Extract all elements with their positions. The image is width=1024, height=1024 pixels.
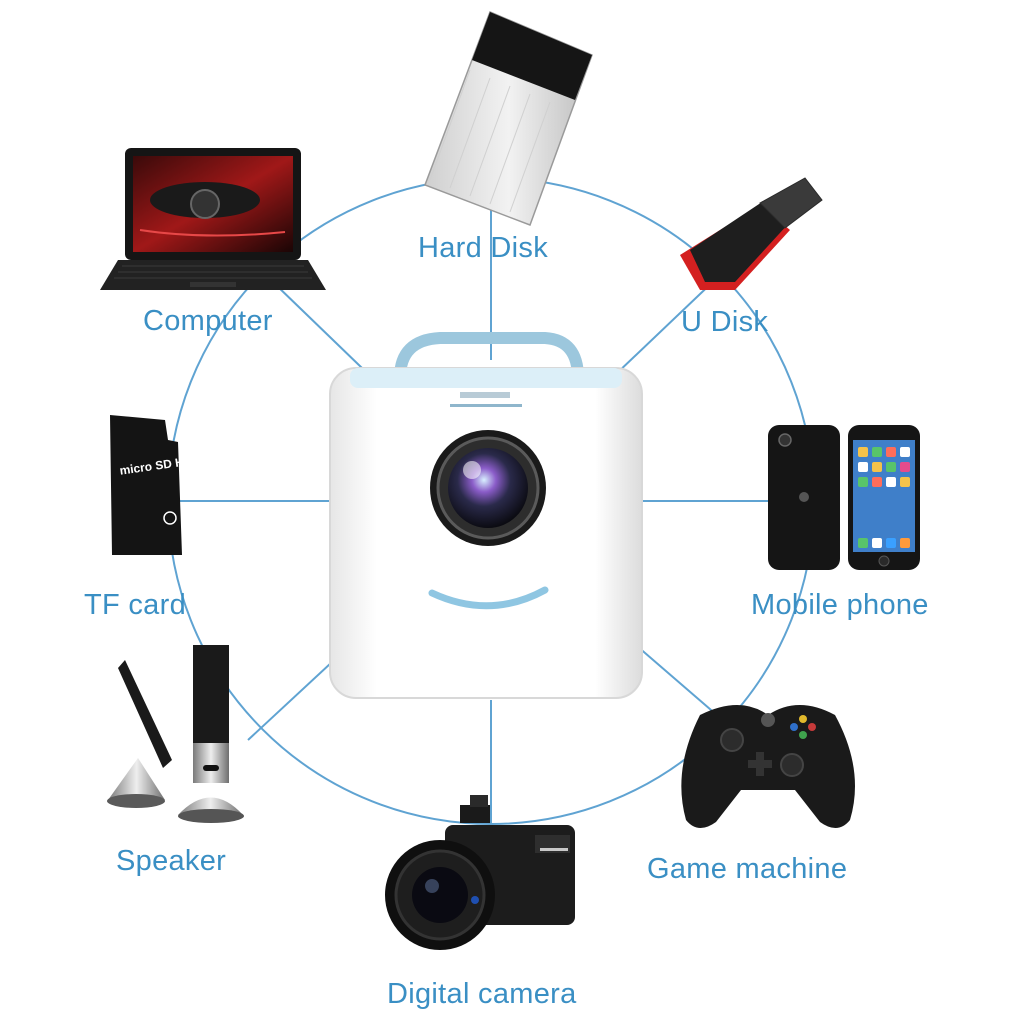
usb-drive-icon [680, 177, 823, 290]
speaker-icon [107, 645, 244, 823]
mini-projector-icon [329, 332, 643, 699]
label-speaker: Speaker [116, 845, 227, 877]
label-tf-card: TF card [84, 589, 186, 621]
spoke-u-disk [614, 274, 721, 376]
laptop-icon [100, 148, 326, 290]
label-game-machine: Game machine [647, 853, 848, 885]
game-controller-icon [681, 705, 855, 829]
label-mobile-phone: Mobile phone [751, 589, 929, 621]
micro-sd-card-icon: micro SD HC [110, 415, 194, 555]
hard-disk-icon [424, 11, 593, 226]
label-hard-disk: Hard Disk [418, 232, 548, 264]
mobile-phone-icon [768, 425, 920, 570]
label-u-disk: U Disk [681, 306, 769, 338]
label-computer: Computer [143, 305, 273, 337]
digital-camera-icon [385, 795, 575, 950]
label-digital-camera: Digital camera [387, 978, 577, 1010]
spoke-speaker [247, 649, 346, 741]
